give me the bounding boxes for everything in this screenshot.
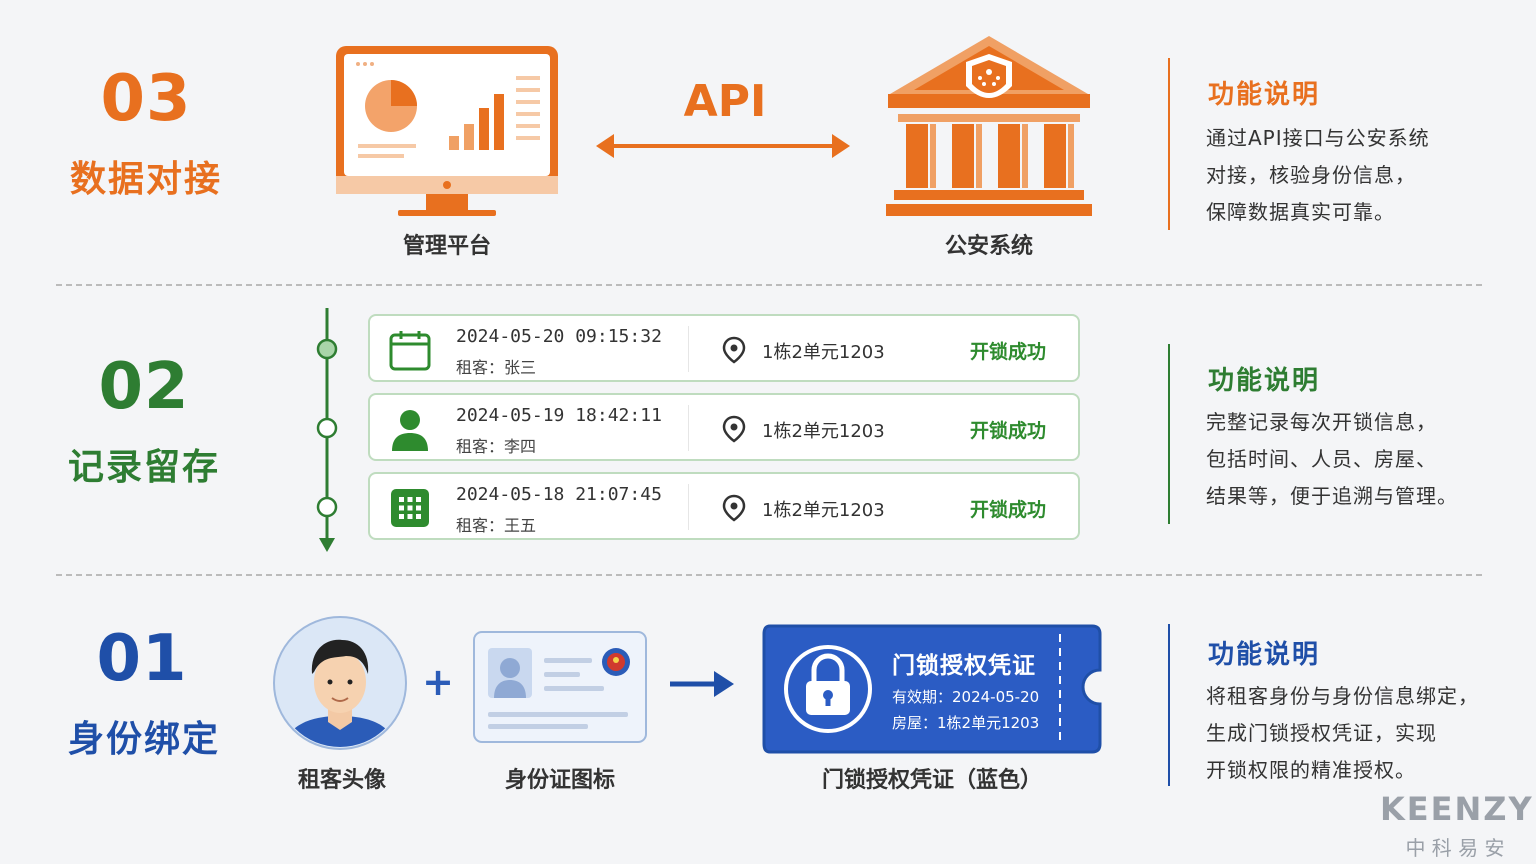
step-title-identity-binding: 身份绑定 [67,719,220,760]
record-tenant: 租客：王五 [456,516,537,535]
record-separator [688,326,689,372]
feature-description-text: 通过API接口与公安系统 对接，核验身份信息， 保障数据真实可靠。 [1206,126,1430,224]
record-separator [688,484,689,530]
record-tenant: 租客：张三 [456,358,537,377]
feature-description-text: 将租客身份与身份信息绑定， 生成门锁授权凭证，实现 开锁权限的精准授权。 [1206,684,1479,782]
unlock-record-row[interactable]: 2024-05-19 18:42:11 租客：李四 1栋2单元1203 开锁成功 [368,393,1080,461]
tenant-avatar-label: 租客头像 [297,768,386,793]
step-number-03: 03 [100,62,192,136]
section-02-accent-line [1168,344,1170,524]
api-label: API [683,76,767,127]
id-card-icon [473,631,647,743]
step-title-data-integration: 数据对接 [69,159,222,200]
record-room: 1栋2单元1203 [762,500,885,521]
record-room: 1栋2单元1203 [762,342,885,363]
feature-description-title: 功能说明 [1208,640,1321,670]
feature-description-title: 功能说明 [1208,366,1321,396]
monitor-dashboard-icon [336,46,558,216]
unlock-record-row[interactable]: 2024-05-18 21:07:45 租客：王五 1栋2单元1203 开锁成功 [368,472,1080,540]
calendar-icon [389,331,431,371]
record-status: 开锁成功 [970,420,1047,442]
credential-room: 房屋：1栋2单元1203 [892,714,1040,732]
location-pin-icon [722,494,746,522]
step-number-02: 02 [98,350,190,424]
keypad-icon [391,489,429,527]
platform-label: 管理平台 [402,234,491,259]
unlock-record-row[interactable]: 2024-05-20 09:15:32 租客：张三 1栋2单元1203 开锁成功 [368,314,1080,382]
record-status: 开锁成功 [970,499,1047,521]
police-system-label: 公安系统 [944,234,1033,259]
feature-description-title: 功能说明 [1208,80,1321,110]
id-card-label: 身份证图标 [504,768,615,793]
tenant-avatar-icon [273,616,407,750]
police-building-icon [886,36,1092,216]
credential-title: 门锁授权凭证 [892,653,1036,679]
credential-ticket-shape [762,624,1102,754]
feature-description-text: 完整记录每次开锁信息， 包括时间、人员、房屋、 结果等，便于追溯与管理。 [1206,410,1458,508]
arrow-right-icon [670,671,734,697]
person-icon [392,410,428,451]
timeline-icon [316,308,338,552]
record-tenant: 租客：李四 [456,437,537,456]
section-03-accent-line [1168,58,1170,230]
lock-credential-card[interactable]: 门锁授权凭证 有效期：2024-05-20 房屋：1栋2单元1203 [762,624,1102,754]
section-01-accent-line [1168,624,1170,786]
plus-sign: + [422,660,454,704]
step-number-01: 01 [96,622,188,696]
record-status: 开锁成功 [970,341,1047,363]
step-title-record-retention: 记录留存 [67,447,220,488]
section-divider [56,574,1482,576]
section-divider [56,284,1482,286]
location-pin-icon [722,415,746,443]
record-separator [688,405,689,451]
record-time: 2024-05-18 21:07:45 [456,484,662,505]
brand-subtitle: 中 科 易 安 [1405,836,1505,860]
bidirectional-arrow-icon [596,134,850,158]
record-time: 2024-05-20 09:15:32 [456,326,662,347]
record-time: 2024-05-19 18:42:11 [456,405,662,426]
location-pin-icon [722,336,746,364]
credential-validity: 有效期：2024-05-20 [892,688,1040,706]
record-room: 1栋2单元1203 [762,421,885,442]
brand-logo: KEENZY [1380,790,1534,828]
lock-credential-label: 门锁授权凭证（蓝色） [821,768,1042,793]
